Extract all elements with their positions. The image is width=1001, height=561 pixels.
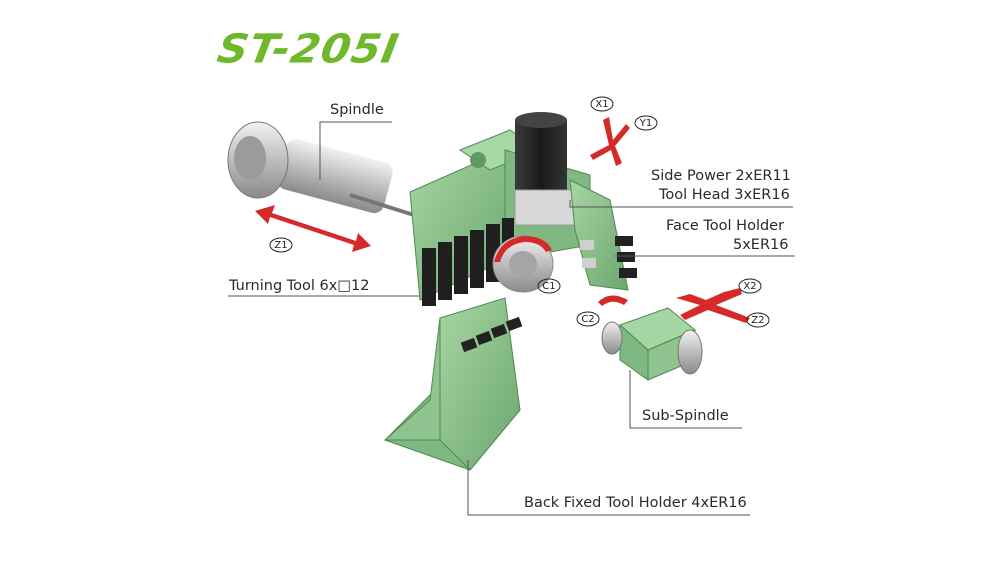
label-turning-tool: Turning Tool 6x□12	[229, 278, 370, 294]
leader-lines	[228, 121, 795, 516]
face-tool-holder	[569, 179, 637, 291]
axis-labels: X1 Y1 Z1 C1 C2 X2 Z2	[269, 96, 770, 328]
label-side-power-line2: Tool Head 3xER16	[659, 187, 790, 203]
axis-label-z1: Z1	[274, 240, 287, 251]
axis-label-y1: Y1	[639, 118, 652, 129]
main-spindle	[227, 121, 431, 222]
sub-spindle	[601, 307, 703, 381]
leader-line-side-power	[569, 200, 793, 208]
axis-label-x2: X2	[743, 281, 756, 292]
label-spindle: Spindle	[330, 102, 384, 118]
axis-label-c2: C2	[581, 314, 594, 325]
label-face-tool-line1: Face Tool Holder	[666, 218, 785, 234]
axis-label-c1: C1	[542, 281, 555, 292]
c1-arrow-icon	[494, 236, 552, 262]
leader-line-spindle	[319, 121, 392, 180]
rotary-disc	[492, 235, 554, 293]
back-fixed-tool-holder	[383, 297, 523, 471]
z1-arrow-icon	[255, 205, 371, 252]
xz2-arrow-icon	[676, 288, 750, 323]
axis-label-z2: Z2	[751, 315, 764, 326]
motion-arrows	[255, 117, 750, 323]
leader-line-sub-spindle	[629, 370, 742, 429]
label-back-fixed-tool-holder: Back Fixed Tool Holder 4xER16	[524, 495, 747, 511]
axis-label-x1: X1	[595, 99, 608, 110]
xy1-arrow-icon	[590, 117, 630, 166]
side-power-motor	[514, 112, 576, 226]
c2-arrow-icon	[598, 295, 628, 306]
label-sub-spindle: Sub-Spindle	[642, 408, 729, 424]
label-face-tool-line2: 5xER16	[733, 237, 789, 253]
leader-line-back-fixed	[467, 460, 750, 516]
label-side-power-line1: Side Power 2xER11	[651, 168, 791, 184]
